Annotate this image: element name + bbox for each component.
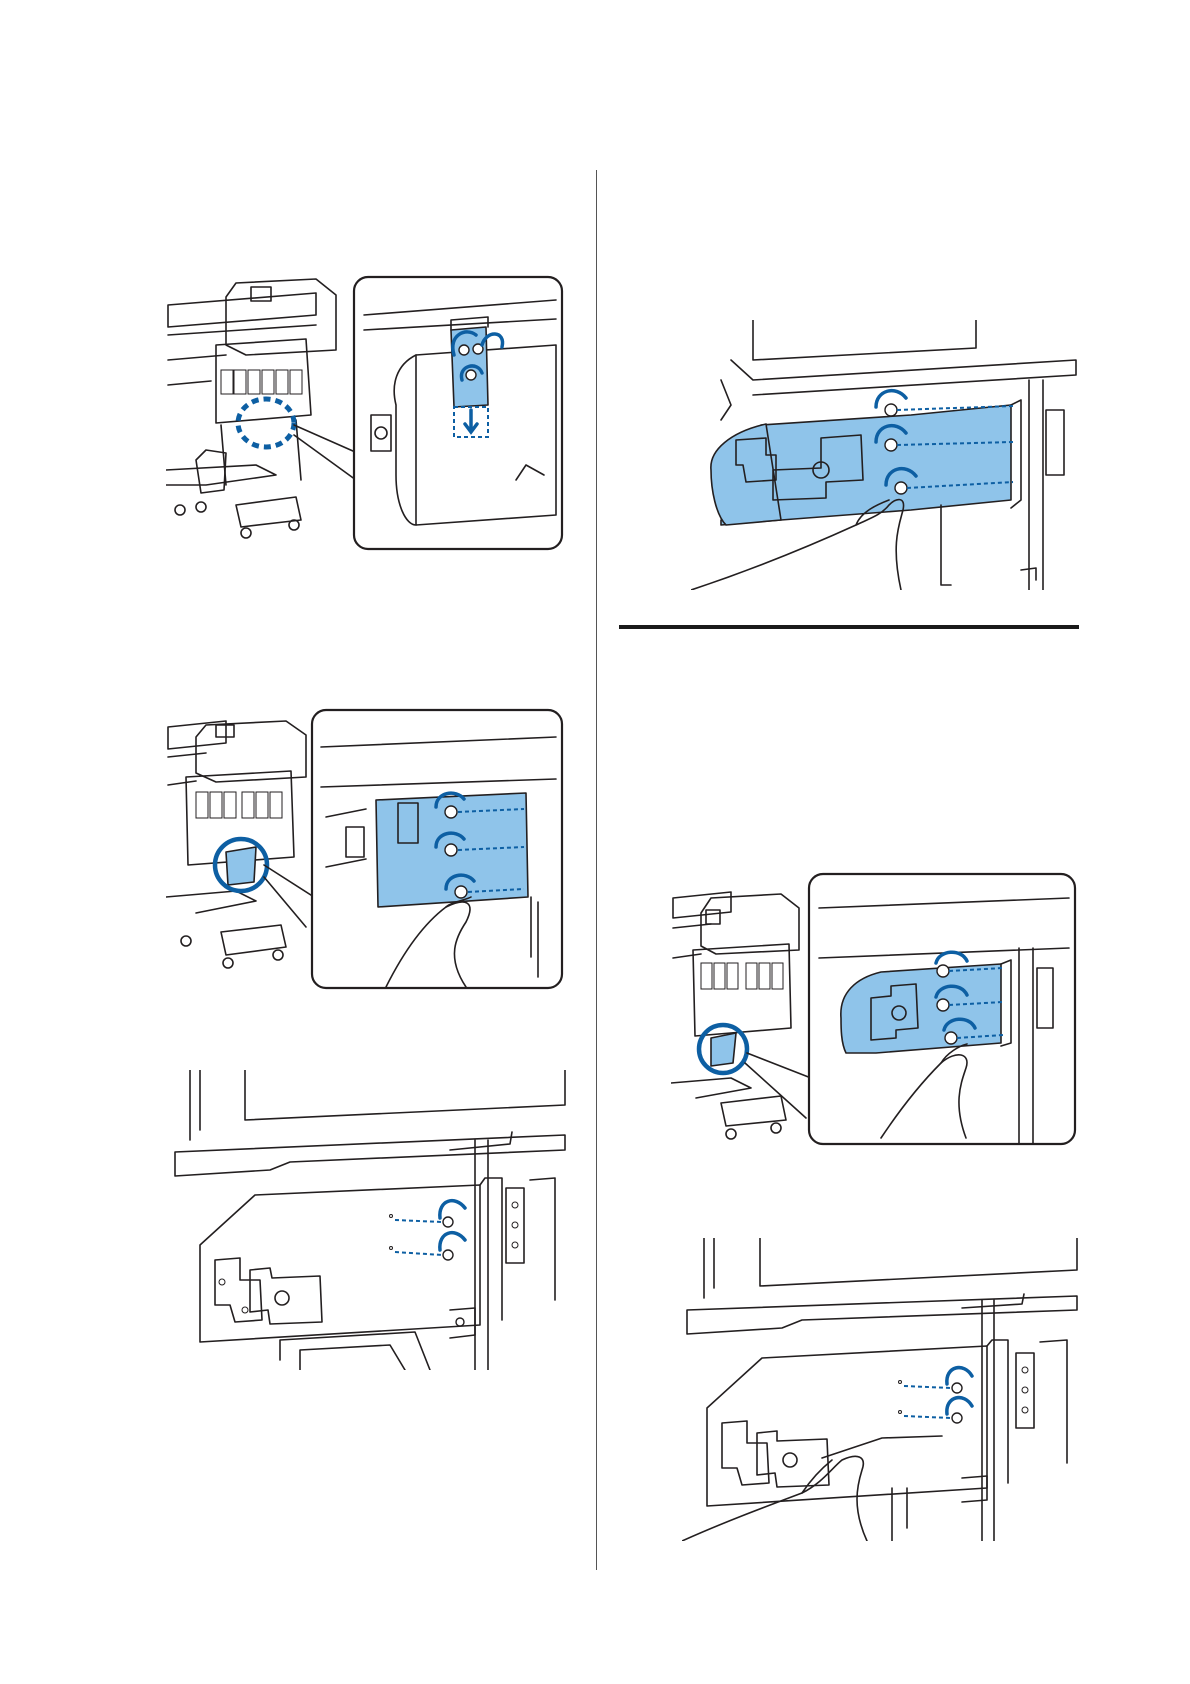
figure-hand-removing-plate [691, 320, 1081, 590]
hand-removing-plate-icon [691, 320, 1076, 590]
figure-printer-plate-install [671, 868, 1079, 1148]
printer-overview-icon [671, 892, 811, 1139]
figure-printer-plate-screws [166, 707, 566, 992]
figure-plate-screws-closeup [170, 1070, 570, 1370]
hand-tightening-screws-icon [682, 1238, 1077, 1541]
plate-screws-closeup-icon [175, 1070, 565, 1370]
printer-overview-icon [166, 279, 362, 538]
figure-printer-clamp [166, 275, 566, 555]
printer-overview-icon [166, 721, 314, 968]
figure-hand-tightening-screws [682, 1238, 1080, 1541]
section-rule [619, 625, 1079, 629]
column-divider [596, 170, 597, 1570]
